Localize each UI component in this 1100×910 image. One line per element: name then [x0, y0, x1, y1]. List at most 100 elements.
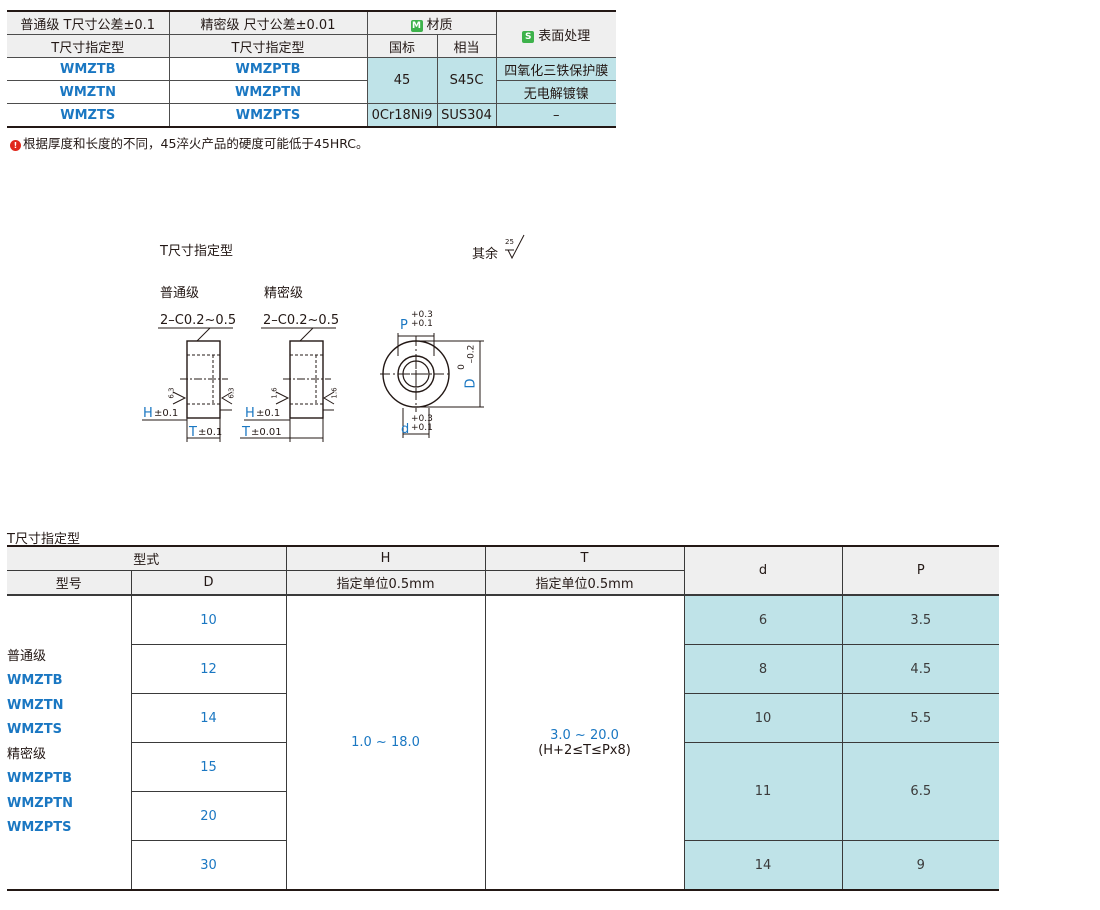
model-precision: WMZPTB [168, 57, 368, 81]
t-letter-precision: T [242, 425, 250, 440]
precision-label: 精密级 [264, 286, 304, 301]
sub-equiv: 相当 [436, 34, 497, 58]
h-range: 1.0 ~ 18.0 [286, 595, 486, 891]
chamfer-standard: 2–C0.2~0.5 [160, 313, 237, 328]
sub-precision: T尺寸指定型 [168, 34, 368, 58]
surface-value: 无电解镀镍 [495, 80, 617, 104]
h-letter-standard: H [143, 406, 153, 421]
drawing-title: T尺寸指定型 [160, 244, 233, 259]
chamfer-precision: 2–C0.2~0.5 [263, 313, 340, 328]
dim-header-row: 型式 H T d P [7, 545, 1000, 596]
sub-D: D [131, 570, 287, 596]
p-tol-lower: +0.1 [411, 319, 433, 329]
d-value: 14 [684, 840, 843, 891]
surface-value: 四氧化三铁保护膜 [495, 57, 617, 81]
model-code: WMZTB [7, 673, 63, 688]
front-view [380, 333, 484, 438]
d-value: 10 [684, 693, 843, 743]
model-code: WMZTN [7, 697, 64, 713]
header-d-small: d [684, 545, 843, 596]
header-t: T [485, 545, 685, 571]
t-tol-precision: ±0.01 [251, 427, 282, 438]
model-standard: WMZTN [7, 80, 170, 104]
roughness-63-left: 6.3 [167, 387, 176, 399]
header-type: 型式 [7, 545, 287, 571]
dim-row: 普通级 WMZTB WMZTN WMZTS 精密级 WMZPTB WMZPTN … [7, 595, 1000, 891]
dim-row: 15 11 6.5 [7, 742, 1000, 841]
h-tol-precision: ±0.1 [256, 408, 281, 419]
D-tol-upper: 0 [456, 364, 467, 370]
note-text: 根据厚度和长度的不同，45淬火产品的硬度可能低于45HRC。 [23, 136, 369, 151]
model-code: WMZPTB [7, 771, 73, 786]
surface-value: – [495, 103, 617, 127]
dim-row: 12 8 4.5 [7, 644, 1000, 694]
d-tol-upper: +0.3 [411, 414, 433, 424]
grade-label: 精密级 [7, 746, 47, 762]
D-value: 12 [131, 644, 287, 694]
sub-standard: T尺寸指定型 [7, 34, 170, 58]
D-tol-lower: –0.2 [466, 344, 477, 364]
model-precision: WMZPTN [168, 80, 368, 104]
D-value: 10 [131, 595, 287, 645]
model-precision: WMZPTS [168, 103, 368, 127]
dim-row: 30 14 9 [7, 840, 1000, 891]
p-value: 5.5 [842, 693, 1000, 743]
grade-label: 普通级 [7, 648, 47, 664]
d-value: 11 [684, 742, 843, 841]
model-standard: WMZTS [7, 103, 170, 127]
p-letter: P [400, 318, 408, 333]
t-range: 3.0 ~ 20.0 [550, 727, 619, 743]
surface-badge-icon: S [522, 31, 535, 43]
dimension-table: 型式 H T d P 型号 D 指定单位0.5mm 指定单位0.5mm 普通级 … [7, 545, 1000, 891]
roughness-16-left: 1.6 [270, 387, 279, 399]
dim-row: 20 [7, 791, 999, 841]
standard-side-view [142, 327, 233, 442]
model-standard: WMZTB [7, 57, 170, 81]
equiv-steel: S45C [436, 57, 497, 104]
h-tol-standard: ±0.1 [154, 408, 179, 419]
d-value: 6 [684, 595, 843, 645]
equiv-steel: SUS304 [436, 103, 497, 127]
material-header-label: 材质 [426, 17, 453, 33]
spec-row: WMZTB WMZPTB 45 S45C 四氧化三铁保护膜 [7, 57, 617, 104]
material-badge-icon: M [410, 19, 423, 32]
sub-h-unit: 指定单位0.5mm [286, 570, 486, 596]
model-list: 普通级 WMZTB WMZTN WMZTS 精密级 WMZPTB WMZPTN … [7, 595, 132, 891]
spec-row: WMZTN WMZPTN 无电解镀镍 [7, 80, 617, 104]
header-standard: 普通级 T尺寸公差±0.1 [7, 11, 170, 35]
technical-drawing [142, 234, 525, 442]
p-value: 3.5 [842, 595, 1000, 645]
dimension-table-title: T尺寸指定型 [7, 532, 80, 547]
roughness-symbol-icon [505, 234, 525, 260]
D-value: 20 [131, 791, 287, 841]
header-h: H [286, 545, 486, 571]
t-condition: (H+2≤T≤Px8) [538, 742, 631, 758]
p-value: 4.5 [842, 644, 1000, 694]
h-letter-precision: H [245, 406, 255, 421]
header-precision: 精密级 尺寸公差±0.01 [168, 11, 368, 35]
roughness-63-right: 6.3 [227, 387, 236, 399]
p-value: 9 [842, 840, 1000, 891]
D-value: 30 [131, 840, 287, 891]
d-letter: d [401, 422, 410, 437]
gb-steel: 0Cr18Ni9 [366, 103, 438, 127]
D-letter: D [463, 378, 479, 389]
dim-subheader-row: 型号 D 指定单位0.5mm 指定单位0.5mm [7, 570, 999, 596]
spec-subheader-row: T尺寸指定型 T尺寸指定型 国标 相当 [7, 34, 616, 58]
model-code: WMZTS [7, 722, 62, 737]
sub-t-unit: 指定单位0.5mm [485, 570, 685, 596]
D-value: 15 [131, 742, 287, 792]
sub-gb: 国标 [366, 34, 438, 58]
surface-header-label: 表面处理 [538, 29, 591, 44]
p-tol-upper: +0.3 [411, 310, 433, 320]
roughness-value: 25 [505, 238, 514, 246]
roughness-16-right: 1.6 [330, 387, 339, 399]
header-p: P [842, 545, 1000, 596]
sub-model: 型号 [7, 570, 132, 596]
d-value: 8 [684, 644, 843, 694]
model-code: WMZPTN [7, 795, 73, 811]
